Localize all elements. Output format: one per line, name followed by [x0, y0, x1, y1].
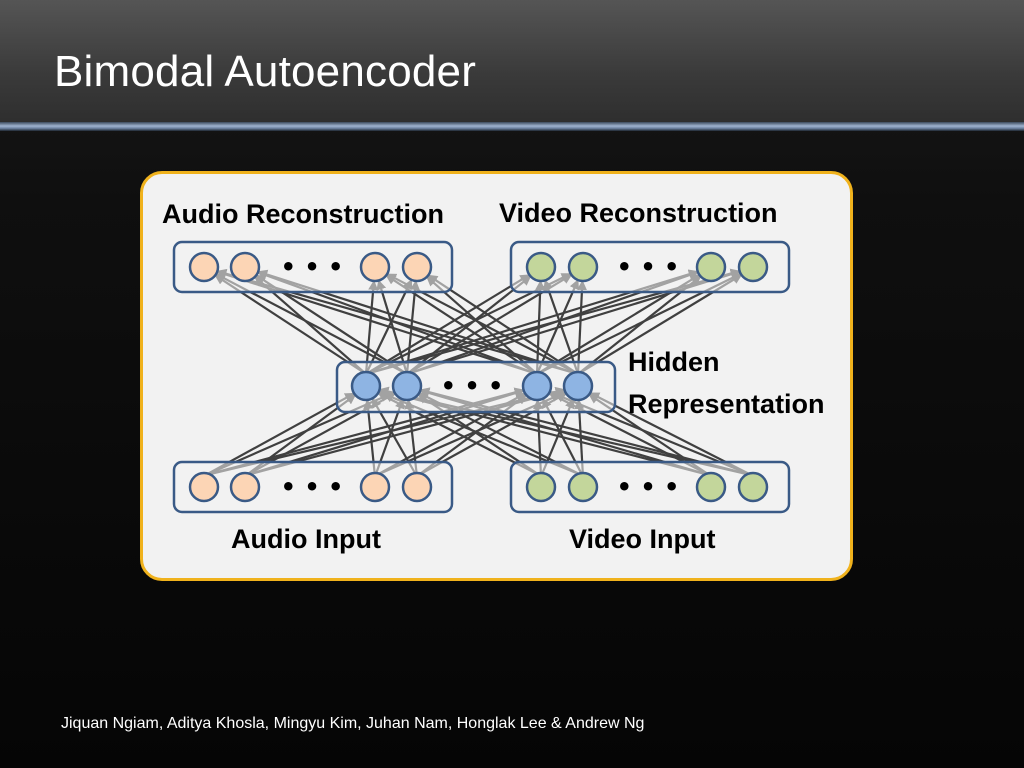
edge-hidden-to-video-reconstruction	[365, 273, 531, 375]
video-reconstruction-node	[695, 251, 727, 283]
video-input-node	[567, 471, 599, 503]
video-reconstruction-node	[525, 251, 557, 283]
edge-hidden-to-video-reconstruction	[535, 279, 579, 375]
edge-hidden-to-audio-reconstruction	[427, 274, 579, 375]
hidden-node	[521, 370, 553, 402]
audio-reconstruction-node	[188, 251, 220, 283]
video-reconstruction-node	[567, 251, 599, 283]
hidden-representation-label-line1: Hidden	[628, 347, 720, 377]
slide-header	[0, 0, 1024, 124]
video-input-layer: • • •	[509, 460, 791, 514]
video-input-ellipsis: • • •	[617, 473, 680, 501]
edge-hidden-to-video-reconstruction	[406, 275, 532, 375]
video-input-label: Video Input	[569, 524, 716, 554]
layer-boxes: • • • • • • • • • • • • • • •	[172, 240, 791, 514]
video-input-node	[695, 471, 727, 503]
audio-reconstruction-node	[401, 251, 433, 283]
edge-hidden-to-audio-reconstruction	[364, 279, 379, 375]
audio-reconstruction-ellipsis: • • •	[281, 253, 344, 281]
video-reconstruction-layer: • • •	[509, 240, 791, 294]
audio-input-label: Audio Input	[231, 524, 381, 554]
hidden-node	[562, 370, 594, 402]
hidden-ellipsis: • • •	[441, 372, 504, 400]
edge-hidden-to-video-reconstruction	[535, 279, 546, 375]
audio-input-ellipsis: • • •	[281, 473, 344, 501]
hidden-node	[350, 370, 382, 402]
video-reconstruction-label: Video Reconstruction	[499, 198, 778, 228]
audio-input-layer: • • •	[172, 460, 454, 514]
audio-reconstruction-node	[229, 251, 261, 283]
audio-input-node	[359, 471, 391, 503]
video-input-node	[737, 471, 769, 503]
audio-input-node	[188, 471, 220, 503]
video-input-node	[525, 471, 557, 503]
audio-reconstruction-node	[359, 251, 391, 283]
audio-input-node	[401, 471, 433, 503]
audio-reconstruction-label: Audio Reconstruction	[162, 199, 444, 229]
header-divider	[0, 122, 1024, 131]
edge-hidden-to-video-reconstruction	[543, 279, 580, 375]
audio-reconstruction-layer: • • •	[172, 240, 454, 294]
authors-footer: Jiquan Ngiam, Aditya Khosla, Mingyu Kim,…	[61, 715, 645, 732]
hidden-layer: • • •	[335, 360, 617, 414]
video-reconstruction-ellipsis: • • •	[617, 253, 680, 281]
slide-title: Bimodal Autoencoder	[54, 47, 477, 96]
hidden-representation-label-line2: Representation	[628, 389, 825, 419]
hidden-node	[391, 370, 423, 402]
edge-hidden-to-video-reconstruction	[576, 279, 587, 375]
video-reconstruction-node	[737, 251, 769, 283]
audio-input-node	[229, 471, 261, 503]
